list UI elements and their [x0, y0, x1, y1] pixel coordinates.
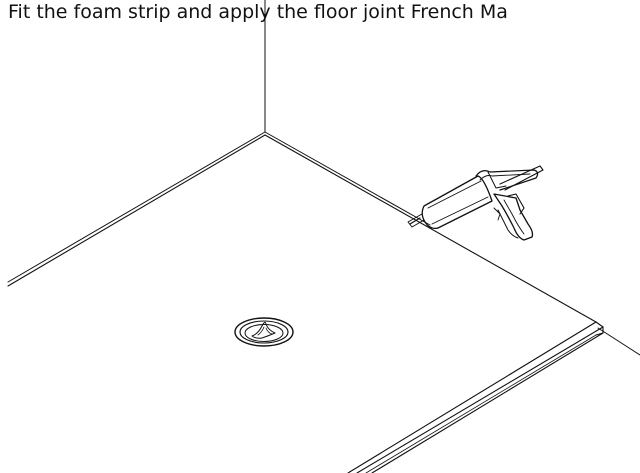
shower-tray	[7, 134, 604, 473]
caulking-gun-icon	[407, 165, 544, 241]
wall-corner	[7, 0, 640, 356]
instruction-caption: Fit the foam strip and apply the floor j…	[8, 1, 508, 23]
drain-icon	[234, 317, 294, 347]
